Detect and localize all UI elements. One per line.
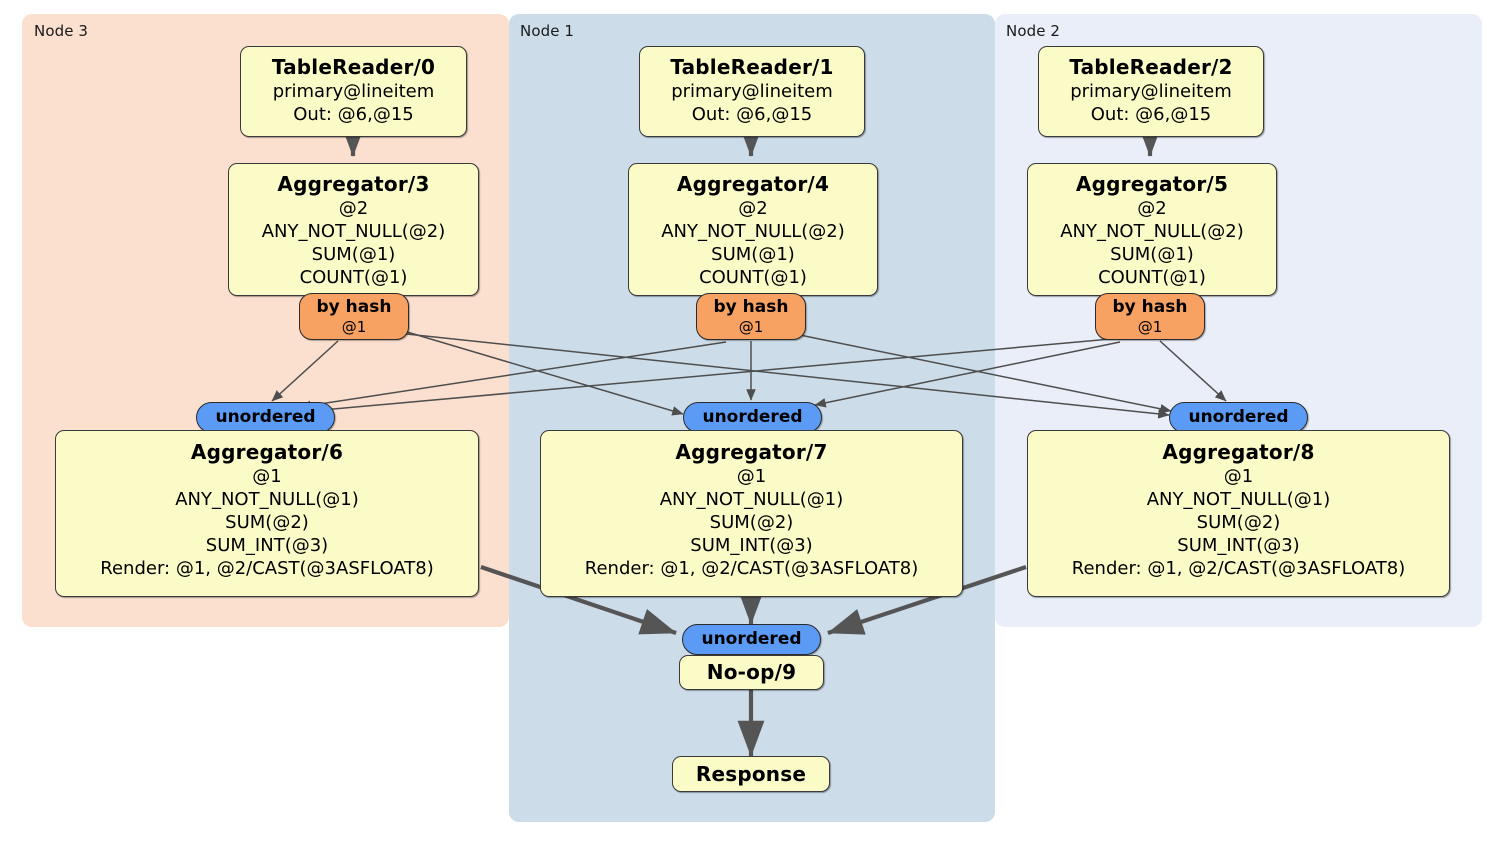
node-title: Aggregator/8	[1162, 440, 1315, 464]
node-aggregator-3[interactable]: Aggregator/3 @2 ANY_NOT_NULL(@2) SUM(@1)…	[228, 163, 479, 296]
node-line: primary@lineitem	[272, 81, 435, 102]
node-line: ANY_NOT_NULL(@2)	[661, 221, 845, 242]
node-line: @2	[1137, 198, 1167, 219]
node-title: Response	[695, 762, 807, 786]
node-no-op-9[interactable]: No-op/9	[679, 655, 824, 690]
node-line: primary@lineitem	[671, 81, 833, 102]
badge-label: by hash	[713, 297, 789, 317]
node-line: SUM_INT(@3)	[690, 535, 813, 556]
node-line: COUNT(@1)	[699, 267, 807, 288]
badge-label: unordered	[1188, 407, 1289, 427]
badge-label: by hash	[1112, 297, 1188, 317]
badge-label: by hash	[316, 297, 392, 317]
node-aggregator-4[interactable]: Aggregator/4 @2 ANY_NOT_NULL(@2) SUM(@1)…	[628, 163, 878, 296]
badge-by-hash-right[interactable]: by hash @1	[1095, 293, 1205, 340]
node-line: Out: @6,@15	[1090, 104, 1212, 125]
node-aggregator-7[interactable]: Aggregator/7 @1 ANY_NOT_NULL(@1) SUM(@2)…	[540, 430, 963, 597]
node-response[interactable]: Response	[672, 756, 830, 792]
node-line: SUM(@2)	[225, 512, 309, 533]
node-line: SUM(@2)	[1196, 512, 1281, 533]
node-aggregator-8[interactable]: Aggregator/8 @1 ANY_NOT_NULL(@1) SUM(@2)…	[1027, 430, 1450, 597]
node-title: Aggregator/7	[675, 440, 828, 464]
node-title: Aggregator/5	[1075, 172, 1229, 196]
node-title: Aggregator/6	[190, 440, 344, 464]
node-line: Render: @1, @2/CAST(@3ASFLOAT8)	[584, 558, 919, 579]
node-line: ANY_NOT_NULL(@1)	[1146, 489, 1331, 510]
panel-label-node-1: Node 1	[520, 22, 575, 40]
node-title: Aggregator/3	[277, 172, 430, 196]
badge-sublabel: @1	[341, 318, 367, 336]
node-title: TableReader/1	[670, 55, 834, 79]
node-line: @1	[252, 466, 282, 487]
badge-label: unordered	[702, 407, 803, 427]
node-table-reader-2[interactable]: TableReader/2 primary@lineitem Out: @6,@…	[1038, 46, 1264, 137]
badge-sublabel: @1	[738, 318, 764, 336]
panel-label-node-2: Node 2	[1006, 22, 1061, 40]
node-line: SUM(@1)	[1110, 244, 1194, 265]
node-line: primary@lineitem	[1070, 81, 1232, 102]
panel-label-node-3: Node 3	[34, 22, 89, 40]
badge-by-hash-mid[interactable]: by hash @1	[696, 293, 806, 340]
node-line: SUM(@1)	[711, 244, 795, 265]
node-aggregator-5[interactable]: Aggregator/5 @2 ANY_NOT_NULL(@2) SUM(@1)…	[1027, 163, 1277, 296]
node-line: SUM(@2)	[709, 512, 794, 533]
node-title: TableReader/0	[271, 55, 436, 79]
node-line: ANY_NOT_NULL(@2)	[261, 221, 446, 242]
node-line: @2	[338, 198, 369, 219]
node-line: @1	[1223, 466, 1254, 487]
node-title: TableReader/2	[1069, 55, 1233, 79]
badge-sublabel: @1	[1137, 318, 1163, 336]
badge-unordered-mid[interactable]: unordered	[683, 402, 822, 433]
node-line: @2	[738, 198, 768, 219]
node-aggregator-6[interactable]: Aggregator/6 @1 ANY_NOT_NULL(@1) SUM(@2)…	[55, 430, 479, 597]
badge-unordered-right[interactable]: unordered	[1169, 402, 1308, 433]
node-table-reader-0[interactable]: TableReader/0 primary@lineitem Out: @6,@…	[240, 46, 467, 137]
badge-by-hash-left[interactable]: by hash @1	[299, 293, 409, 340]
node-line: @1	[736, 466, 767, 487]
node-title: Aggregator/4	[676, 172, 830, 196]
badge-label: unordered	[215, 407, 316, 427]
node-line: SUM_INT(@3)	[205, 535, 329, 556]
node-table-reader-1[interactable]: TableReader/1 primary@lineitem Out: @6,@…	[639, 46, 865, 137]
node-title: No-op/9	[706, 660, 797, 684]
node-line: ANY_NOT_NULL(@1)	[659, 489, 844, 510]
badge-label: unordered	[701, 629, 802, 649]
node-line: Out: @6,@15	[691, 104, 813, 125]
node-line: ANY_NOT_NULL(@2)	[1060, 221, 1244, 242]
node-line: SUM(@1)	[311, 244, 396, 265]
node-line: Out: @6,@15	[293, 104, 414, 125]
node-line: COUNT(@1)	[1098, 267, 1206, 288]
node-line: COUNT(@1)	[299, 267, 408, 288]
badge-unordered-final[interactable]: unordered	[682, 624, 821, 655]
badge-unordered-left[interactable]: unordered	[196, 402, 335, 433]
node-line: SUM_INT(@3)	[1177, 535, 1300, 556]
node-line: Render: @1, @2/CAST(@3ASFLOAT8)	[100, 558, 434, 579]
node-line: Render: @1, @2/CAST(@3ASFLOAT8)	[1071, 558, 1406, 579]
node-line: ANY_NOT_NULL(@1)	[175, 489, 359, 510]
